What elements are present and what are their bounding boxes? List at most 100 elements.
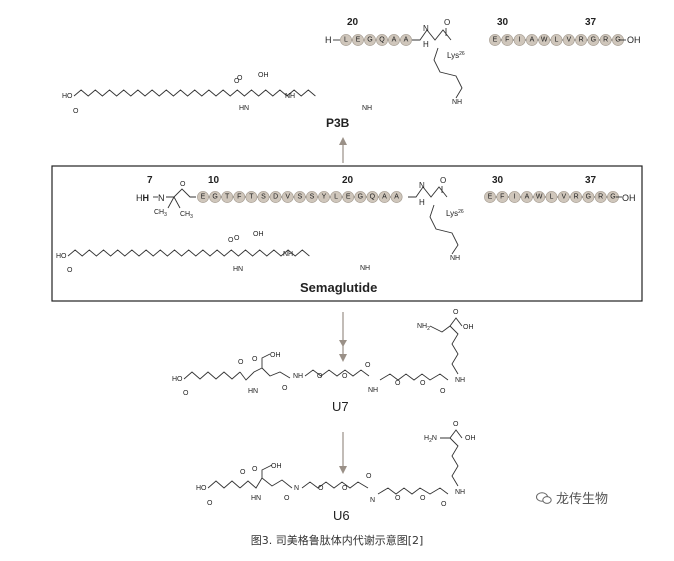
p3b-glu-acid: OH <box>258 72 269 79</box>
sema-seq-a-bead: S <box>257 191 270 203</box>
p3b-seq-b-bead: G <box>587 34 600 46</box>
p3b-seq-b-bead: W <box>538 34 551 46</box>
watermark-text: 龙传生物 <box>556 492 609 507</box>
u6-peg-nh2: N <box>370 497 375 504</box>
p3b-residue-37: 37 <box>585 17 597 28</box>
u6-acid-o: O <box>453 421 459 428</box>
u6-peg-nh: N <box>294 485 299 492</box>
svg-text:G: G <box>591 37 596 44</box>
svg-text:A: A <box>392 37 397 44</box>
u7-peg-o5: O <box>420 380 426 387</box>
sema-seq-b-bead: E <box>484 191 496 203</box>
u7-acid-o: O <box>453 309 459 316</box>
svg-text:E: E <box>488 194 493 201</box>
sema-residue-10: 10 <box>208 175 220 186</box>
u6-glu-nh: HN <box>251 495 261 502</box>
sema-seq-b-bead: W <box>533 191 546 203</box>
svg-text:I: I <box>519 37 521 44</box>
u7-peg-nh2: NH <box>368 387 378 394</box>
sema-residue-20: 20 <box>342 175 354 186</box>
arrow-to-u6 <box>339 432 347 474</box>
svg-text:A: A <box>530 37 535 44</box>
svg-text:V: V <box>285 194 290 201</box>
p3b-seq-b-bead: I <box>513 34 526 46</box>
svg-text:G: G <box>610 194 615 201</box>
sema-n-terminus: HH <box>136 193 149 203</box>
svg-text:L: L <box>550 194 554 201</box>
u7-acid: OH <box>463 324 474 331</box>
p3b-n-terminus: H <box>325 35 332 45</box>
svg-text:G: G <box>586 194 591 201</box>
p3b-peg-nh2: NH <box>362 105 372 112</box>
u6-chain-o: O <box>207 500 213 507</box>
svg-text:Q: Q <box>379 37 385 44</box>
sema-seq-a-bead: V <box>281 191 294 203</box>
sema-seq-a-bead: E <box>342 191 355 203</box>
u6-glu-acid: OH <box>271 463 282 470</box>
p3b-seq-b-bead: L <box>550 34 563 46</box>
sema-chain-o: O <box>67 267 73 274</box>
sema-seq-a-bead: Y <box>318 191 330 203</box>
sema-seq-b-bead: R <box>570 191 582 203</box>
u6-label: U6 <box>333 508 350 523</box>
p3b-chain-oh: HO <box>62 93 73 100</box>
u6-peg-o3: O <box>366 473 372 480</box>
svg-text:E: E <box>493 37 498 44</box>
svg-text:G: G <box>367 37 372 44</box>
p3b-glu-nh: HN <box>239 105 249 112</box>
svg-text:T: T <box>225 194 230 201</box>
svg-text:W: W <box>541 37 548 44</box>
u6-lys-nh: NH <box>455 489 465 496</box>
svg-text:R: R <box>579 37 584 44</box>
svg-text:Y: Y <box>322 194 327 201</box>
sema-glu-acid: OH <box>253 231 264 238</box>
sema-seq-a-bead: T <box>221 191 234 203</box>
p3b-label: P3B <box>326 116 350 130</box>
u7-peg-o1: O <box>317 373 323 380</box>
sema-seq-a-bead: A <box>390 191 403 203</box>
p3b-seq-b-bead: A <box>526 34 538 46</box>
sema-amide-h: H <box>419 198 425 207</box>
u6-chain-oh: HO <box>196 485 207 492</box>
u6-glu-o: O <box>240 469 246 476</box>
svg-text:S: S <box>297 194 302 201</box>
svg-text:G: G <box>358 194 363 201</box>
p3b-seq-a-bead: A <box>388 34 400 46</box>
semaglutide-label: Semaglutide <box>300 280 377 295</box>
arrow-to-p3b <box>339 137 347 163</box>
u7-peg-o3: O <box>365 362 371 369</box>
sema-seq-a-bead: L <box>330 191 342 203</box>
p3b-residue-30: 30 <box>497 17 509 28</box>
sema-seq-b-bead: A <box>521 191 533 203</box>
u7-glu-acid: OH <box>270 352 281 359</box>
sema-ch3-b: CH3 <box>180 211 193 220</box>
u7-structure: HO O O O OH HN O NH O O O NH O O O NH NH… <box>172 309 474 414</box>
sema-nh: NH <box>450 255 460 262</box>
u7-chain-o: O <box>183 390 189 397</box>
u6-peg-o5: O <box>420 495 426 502</box>
sema-seq-a-bead: E <box>197 191 209 203</box>
u7-label: U7 <box>332 399 349 414</box>
p3b-seq-a-bead: L <box>340 34 352 46</box>
sema-seq-a-bead: G <box>354 191 367 203</box>
u7-peg-nh: NH <box>293 373 303 380</box>
svg-text:S: S <box>310 194 315 201</box>
p3b-chain-o: O <box>73 108 79 115</box>
svg-text:F: F <box>500 194 504 201</box>
sema-seq-b-bead: R <box>594 191 607 203</box>
svg-text:L: L <box>555 37 559 44</box>
p3b-amide-n: N <box>423 24 429 33</box>
svg-text:Q: Q <box>370 194 376 201</box>
u6-peg-o2: O <box>342 485 348 492</box>
sema-seq-a-bead: G <box>209 191 221 203</box>
svg-text:D: D <box>273 194 278 201</box>
svg-text:V: V <box>566 37 571 44</box>
sema-c-terminus: OH <box>622 193 636 203</box>
p3b-seq-b-bead: R <box>599 34 612 46</box>
svg-text:R: R <box>574 194 579 201</box>
p3b-seq-b-bead: E <box>489 34 501 46</box>
svg-text:G: G <box>615 37 620 44</box>
svg-text:F: F <box>237 194 241 201</box>
